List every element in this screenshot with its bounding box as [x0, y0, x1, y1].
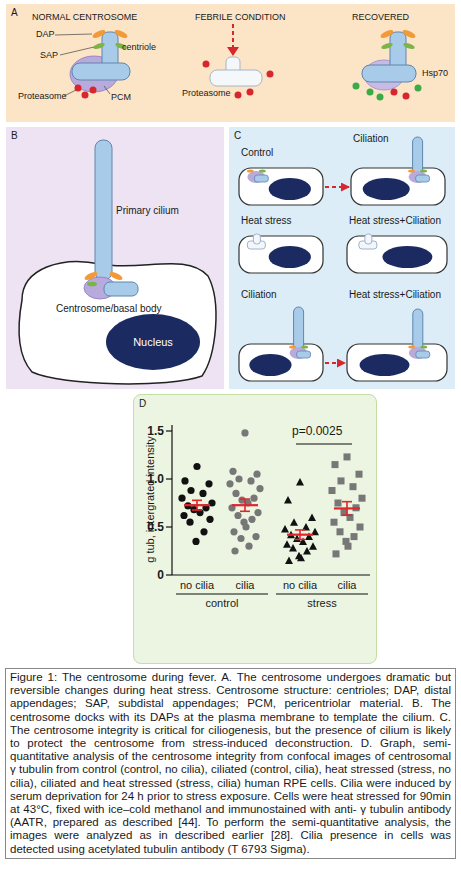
part-label: centriole — [122, 42, 156, 53]
part-label: SAP — [40, 50, 58, 61]
part-label: Centrosome/basal body — [56, 303, 162, 315]
nucleus-shape — [363, 178, 410, 200]
centriole-cylinder — [416, 351, 430, 358]
part-label: Proteasome — [182, 88, 231, 99]
category-label: cilia — [215, 579, 275, 592]
centriole-cylinder — [254, 175, 268, 182]
subdistal-appendage — [259, 169, 266, 172]
part-label: Hsp70 — [422, 68, 448, 79]
cell-membrane — [239, 168, 323, 205]
tick-label: 1.5 — [128, 424, 164, 438]
distal-appendage — [289, 345, 296, 348]
cell-label: Control — [241, 147, 273, 159]
nucleus-fill — [106, 314, 200, 370]
cell-label: Heat stress — [241, 215, 292, 227]
part-label: PCM — [111, 92, 131, 103]
cell-drawing — [349, 133, 447, 207]
tick-label: 0 — [128, 568, 164, 582]
cell-drawing — [345, 289, 449, 383]
faded-centriole — [253, 234, 260, 244]
figure-panel: CControlCiliationHeat stressHeat stress+… — [229, 127, 455, 389]
cell-diagram: Ciliation — [237, 289, 325, 383]
subdistal-appendage — [301, 345, 308, 348]
cell-diagram: Heat stress — [237, 215, 325, 275]
dashed-arrow — [325, 186, 349, 188]
part-label: Primary cilium — [116, 205, 179, 217]
panel-letter: C — [234, 130, 241, 141]
cell-diagram: Control — [237, 147, 325, 207]
group-label: stress — [292, 597, 352, 610]
panel-heading: NORMAL CENTROSOME — [32, 12, 137, 23]
distal-appendage — [408, 169, 415, 172]
centriole-cylinder — [297, 351, 311, 358]
centriole-cylinder — [416, 175, 430, 182]
cell-membrane — [347, 236, 447, 273]
cell-membrane — [351, 168, 445, 205]
p-value: p=0.0025 — [292, 424, 342, 438]
cell-diagram: Heat stress+Ciliation — [345, 289, 449, 383]
figure-caption: Figure 1: The centrosome during fever. A… — [5, 668, 456, 859]
cell-diagram: Heat stress+Ciliation — [345, 215, 449, 275]
cell-diagram: Ciliation — [349, 133, 447, 207]
cell-membrane — [239, 236, 323, 273]
panel-heading: RECOVERED — [352, 12, 409, 23]
nucleus-shape — [269, 178, 311, 200]
nucleus-shape — [382, 246, 432, 268]
subdistal-appendage — [420, 169, 427, 172]
dashed-arrow — [325, 362, 345, 364]
nucleus-shape — [360, 354, 410, 376]
cell-drawing — [237, 289, 325, 383]
cell-label: Ciliation — [241, 289, 277, 301]
panel-letter: A — [11, 7, 18, 18]
cell-label: Heat stress+Ciliation — [349, 215, 441, 227]
panel-letter: B — [11, 130, 18, 141]
cell-label: Ciliation — [353, 133, 389, 145]
nucleus-label: Nucleus — [105, 336, 201, 348]
distal-appendage — [408, 345, 415, 348]
axis-title: g tub, intergrated intensity — [144, 425, 157, 575]
panel-heading: FEBRILE CONDITION — [195, 12, 286, 23]
panel-letter: D — [139, 398, 146, 409]
faded-centriole — [365, 234, 372, 244]
nucleus-shape — [269, 246, 311, 268]
cell-membrane — [239, 344, 323, 381]
distal-appendage — [247, 169, 254, 172]
figure-panel: B Nucleus — [6, 127, 224, 389]
cell-label: Heat stress+Ciliation — [349, 289, 441, 301]
category-label: no cilia — [270, 579, 330, 592]
group-label: control — [192, 597, 252, 610]
cell-membrane — [347, 344, 447, 381]
part-label: Proteasome — [18, 91, 67, 102]
category-label: no cilia — [167, 579, 227, 592]
nucleus-shape — [249, 354, 291, 376]
nucleus-ellipse: Nucleus — [105, 313, 201, 371]
part-label: DAP — [36, 29, 55, 40]
subdistal-appendage — [420, 345, 427, 348]
category-label: cilia — [317, 579, 377, 592]
